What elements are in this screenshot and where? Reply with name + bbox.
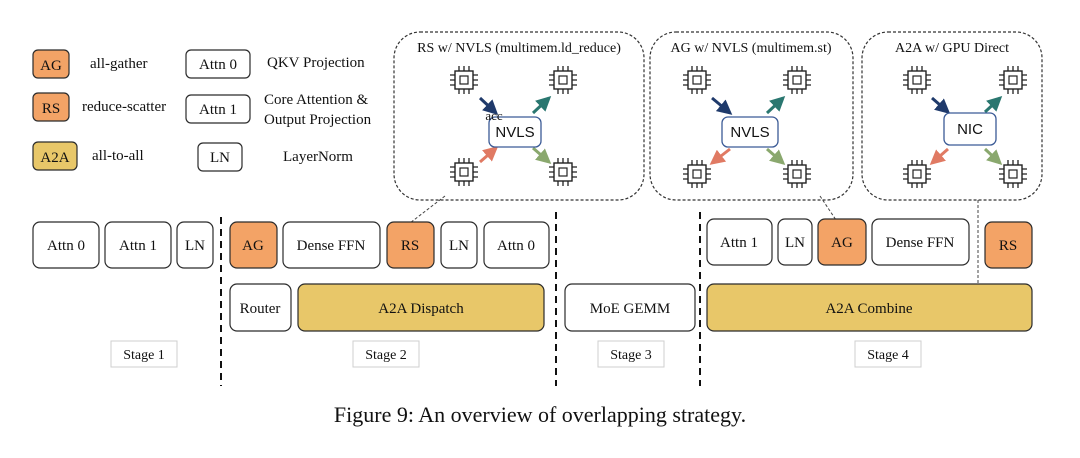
legend-ag-swatch bbox=[32, 49, 70, 79]
legend-attn1-swatch bbox=[185, 94, 251, 124]
legend-attn1-desc-line2: Output Projection bbox=[264, 112, 372, 128]
legend-ag-desc: all-gather bbox=[90, 56, 147, 72]
legend-attn0-desc: QKV Projection bbox=[267, 55, 365, 71]
pipeline-row-1: Attn 0 Attn 1 LN AG Dense FFN RS LN Attn… bbox=[32, 218, 1033, 269]
ag-nvls-callout: AG w/ NVLS (multimem.st) NVLS bbox=[649, 31, 854, 201]
ln-block-label: LN bbox=[185, 238, 205, 254]
legend-attn0-tag: Attn 0 bbox=[199, 57, 237, 73]
arrow-green bbox=[532, 146, 552, 164]
rs-block bbox=[386, 221, 435, 269]
ag-nvls-callout-title: AG w/ NVLS (multimem.st) bbox=[671, 41, 832, 56]
rs-block bbox=[984, 221, 1033, 269]
attn0-block bbox=[483, 221, 550, 269]
legend-ln-desc: LayerNorm bbox=[283, 149, 353, 165]
a2a-dispatch-block bbox=[297, 283, 545, 332]
arrow-red bbox=[709, 147, 731, 165]
rs-block-label: RS bbox=[999, 238, 1017, 254]
legend-a2a-swatch bbox=[32, 141, 78, 171]
attn1-block bbox=[706, 218, 773, 266]
stage-1-label: Stage 1 bbox=[123, 348, 165, 363]
ag-nvls-hub-label: NVLS bbox=[730, 124, 769, 141]
a2a-gpu-direct-hub-label: NIC bbox=[957, 121, 983, 138]
dense-ffn-block-label: Dense FFN bbox=[297, 238, 366, 254]
a2a-dispatch-block-label: A2A Dispatch bbox=[378, 301, 464, 317]
attn1-block-label: Attn 1 bbox=[720, 235, 758, 251]
ag-block-label: AG bbox=[831, 235, 853, 251]
ln-block-label: LN bbox=[449, 238, 469, 254]
connector-rs bbox=[409, 195, 446, 224]
stage-3-label: Stage 3 bbox=[610, 348, 652, 363]
arrow-green bbox=[766, 147, 786, 165]
arrow-red bbox=[929, 147, 949, 165]
legend-a2a-tag: A2A bbox=[40, 150, 69, 166]
legend-rs-desc: reduce-scatter bbox=[82, 99, 166, 115]
attn0-block-label: Attn 0 bbox=[47, 238, 85, 254]
a2a-combine-block bbox=[706, 283, 1033, 332]
stage-label-box bbox=[854, 340, 922, 368]
arrow-navy bbox=[478, 96, 499, 116]
rs-nvls-hub bbox=[488, 116, 542, 148]
rs-nvls-callout-frame bbox=[393, 31, 645, 201]
router-block bbox=[229, 283, 292, 332]
legend-attn1-tag: Attn 1 bbox=[199, 102, 237, 118]
attn1-block bbox=[104, 221, 172, 269]
stage-dividers bbox=[220, 212, 701, 386]
legend-a2a-desc: all-to-all bbox=[92, 148, 144, 164]
a2a-gpu-direct-hub bbox=[943, 112, 997, 146]
a2a-gpu-direct-callout: A2A w/ GPU Direct NIC bbox=[861, 31, 1043, 201]
arrow-navy bbox=[931, 96, 951, 114]
legend-attn0-swatch bbox=[185, 49, 251, 79]
dense-ffn-block bbox=[282, 221, 381, 269]
arrow-teal bbox=[983, 95, 1003, 114]
legend-attn1-desc-line1: Core Attention & bbox=[264, 92, 368, 108]
arrow-green bbox=[983, 147, 1003, 166]
ag-block bbox=[229, 221, 278, 269]
rs-nvls-callout: RS w/ NVLS (multimem.ld_reduce) NVLS acc bbox=[393, 31, 645, 201]
stage-label-box bbox=[110, 340, 178, 368]
arrow-navy bbox=[711, 96, 733, 115]
ln-block bbox=[176, 221, 214, 269]
legend-ag-tag: AG bbox=[40, 58, 62, 74]
router-block-label: Router bbox=[240, 301, 281, 317]
stage-4-label: Stage 4 bbox=[867, 348, 909, 363]
attn0-block-label: Attn 0 bbox=[497, 238, 535, 254]
legend-rs-swatch bbox=[32, 92, 70, 122]
moe-gemm-block bbox=[564, 283, 696, 332]
arrow-red bbox=[479, 146, 499, 164]
rs-nvls-hub-label: NVLS bbox=[495, 124, 534, 141]
rs-nvls-callout-title: RS w/ NVLS (multimem.ld_reduce) bbox=[417, 41, 621, 56]
stage-label-box bbox=[352, 340, 420, 368]
legend-ln-swatch bbox=[197, 142, 243, 172]
legend-ln-tag: LN bbox=[210, 150, 230, 166]
a2a-combine-block-label: A2A Combine bbox=[825, 301, 912, 317]
a2a-gpu-direct-callout-title: A2A w/ GPU Direct bbox=[895, 41, 1009, 56]
ag-block-label: AG bbox=[242, 238, 264, 254]
stage-labels: Stage 1 Stage 2 Stage 3 Stage 4 bbox=[110, 340, 922, 368]
acc-label: acc bbox=[485, 108, 503, 123]
attn1-block-label: Attn 1 bbox=[119, 238, 157, 254]
ag-nvls-hub bbox=[721, 116, 779, 148]
pipeline-row-2: Router A2A Dispatch MoE GEMM A2A Combine bbox=[229, 283, 1033, 332]
rs-block-label: RS bbox=[401, 238, 419, 254]
arrow-teal bbox=[531, 95, 552, 115]
attn0-block bbox=[32, 221, 100, 269]
arrow-teal bbox=[765, 95, 786, 115]
stage-2-label: Stage 2 bbox=[365, 348, 407, 363]
legend-rs-tag: RS bbox=[42, 101, 60, 117]
ag-block bbox=[817, 218, 867, 266]
dense-ffn-block-label: Dense FFN bbox=[886, 235, 955, 251]
ag-nvls-callout-frame bbox=[649, 31, 854, 201]
figure-caption: Figure 9: An overview of overlapping str… bbox=[334, 402, 746, 427]
stage-label-box bbox=[597, 340, 665, 368]
ln-block-label: LN bbox=[785, 235, 805, 251]
moe-gemm-block-label: MoE GEMM bbox=[590, 301, 670, 317]
ln-block bbox=[777, 218, 813, 266]
dense-ffn-block bbox=[871, 218, 970, 266]
ln-block bbox=[440, 221, 478, 269]
legend: AG all-gather RS reduce-scatter A2A all-… bbox=[32, 49, 372, 172]
